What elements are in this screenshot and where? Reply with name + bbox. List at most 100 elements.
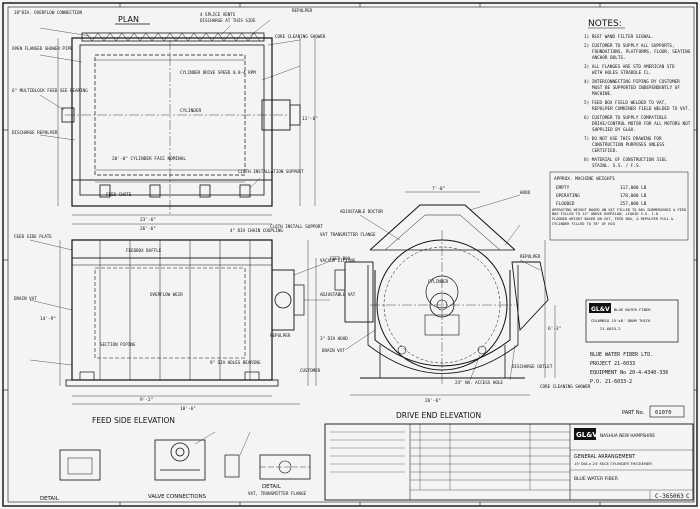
tb-company: GL&V [576, 431, 598, 439]
feed-plate-label: FEED SIDE PLATE [14, 234, 52, 239]
client-project: PROJECT 21-6033 [590, 361, 635, 367]
feedbox-baffle-label: FEEDBOX BAFFLE [126, 248, 162, 253]
stamp-line-3: 21-6033-2 [600, 326, 621, 331]
repulper-elev-label: REPULPER [270, 333, 291, 338]
dim-drive-height: 6'-3" [548, 326, 561, 332]
client-company: BLUE WATER FIBER LTD. [590, 352, 653, 358]
vat-transmitter-label: VAT TRANSMITTER FLANGE [320, 232, 376, 237]
notes-list: 1) REST WAND FILTER SIGNAL. 2) CUSTOMER T… [584, 34, 691, 169]
plan-title: PLAN [118, 15, 139, 24]
part-number: PART No. 61070 [622, 405, 685, 418]
core-shower-end-label: CORE CLEANING SHOWER [540, 384, 591, 389]
plan-labels: 18"DIA. OVERFLOW CONNECTION OPEN FLANGED… [12, 8, 326, 232]
splice-vents-label: 4 SPLICE VENTS [200, 12, 236, 17]
feed-side-title: FEED SIDE ELEVATION [92, 416, 175, 425]
overflow-weir-label: OVERFLOW WEIR [150, 292, 183, 297]
adjustable-vat-label: ADJUSTABLE VAT [320, 292, 356, 297]
section-piping-label: SECTION PIPING [100, 342, 136, 347]
weight-flooded-label: FLOODED [556, 201, 575, 207]
client-info: BLUE WATER FIBER LTD. PROJECT 21-6033 EQ… [590, 352, 668, 385]
flooded-weight-note: FLOODED WEIGHT BASED ON VAT, FEED BOX, &… [552, 217, 674, 226]
feed-side-elevation [29, 239, 330, 405]
valve-connections-title: VALVE CONNECTIONS [148, 494, 207, 500]
title-block-text: GL&V NASHUA NEW HAMPSHIRE GENERAL ARRANG… [574, 431, 690, 500]
title-block [324, 423, 694, 501]
feed-bearing-label: 6" MULTIBLOCK FEED SEE BEARING [12, 88, 88, 93]
bearing-holes-label: 9" DIA HOLES BEARING [210, 360, 261, 365]
discharge-repulper-label: DISCHARGE REPULPER [12, 130, 58, 135]
note-item: 5) FEED BOX FIELD WELDED TO VAT,REPULPER… [584, 100, 690, 112]
dim-plan-inner: 23'-6" [140, 217, 156, 223]
part-no-value: 61070 [655, 410, 672, 416]
drain-vat-label: DRAIN VAT [14, 296, 37, 301]
dim-elev-2: 10'-6" [180, 406, 196, 412]
shower-pipe-label: OPEN FLANGED SHOWER PIPE [12, 46, 73, 51]
dim-elev-1: 9'-2" [140, 397, 153, 403]
dim-plan-width: 11'-6" [302, 116, 318, 122]
access-hole-label: 24" NA. ACCESS HOLE [455, 380, 503, 385]
operating-weight-note: OPERATING WEIGHT BASED ON VAT FILLED TO … [552, 208, 687, 217]
note-item: 1) REST WAND FILTER SIGNAL. [584, 34, 654, 40]
part-no-label: PART No. [622, 410, 645, 416]
dim-elev-height: 14'-9" [40, 316, 56, 322]
notes-block: NOTES: [588, 19, 625, 29]
weight-flooded-value: 257,000 LB [620, 201, 647, 207]
stamp-logo: GL&V [591, 306, 610, 313]
tb-title: GENERAL ARRANGEMENT [574, 454, 635, 460]
notes-title: NOTES: [588, 19, 622, 29]
feed-side-labels: FEEDBOX BAFFLE OVERFLOW WEIR REPULPER SE… [14, 224, 376, 425]
chain-coupling-label: 4" DIA CHAIN COUPLING [230, 228, 283, 233]
vacuum-lifting-label: VACUUM LIFTING [320, 258, 356, 263]
weights-notes-wrap: OPERATING WEIGHT BASED ON VAT FILLED TO … [552, 208, 687, 226]
weight-empty-label: EMPTY [556, 185, 570, 191]
weights-text: APPROX. MACHINE WEIGHTS EMPTY 117,000 LB… [554, 176, 647, 207]
cylinder-drive-label-end: CYLINDER [428, 279, 449, 284]
core-shower-label: CORE CLEANING SHOWER [275, 34, 326, 39]
detail-title-left: DETAIL [40, 496, 59, 502]
drive-end-labels: HOOD FEED BOX CYLINDER REPULPER DRAIN VA… [322, 186, 591, 420]
weight-operating-value: 178,000 LB [620, 193, 647, 199]
weights-title: APPROX. MACHINE WEIGHTS [554, 176, 615, 182]
discharge-outlet-label: DISCHARGE OUTLET [512, 364, 553, 369]
cylinder-drive-label: CYLINDER DRIVE SPEED 0.8-4 RPM [180, 70, 256, 75]
drain-vat-end-label: DRAIN VAT [322, 348, 345, 353]
inner-border [7, 6, 695, 503]
plan-view: PLAN [39, 15, 316, 225]
repulper-label-plan: REPULPER [292, 8, 313, 13]
hood-dia-label: 3" DIA HOOD [320, 336, 348, 341]
stamp-line-2: COLUMBIA 15'x8' DRUM THICK [591, 318, 651, 323]
stamp-text: GL&V BLUE WATER FIBER COLUMBIA 15'x8' DR… [591, 306, 651, 331]
doctor-label: ADJUSTABLE DOCTOR [340, 209, 383, 214]
border-ticks [3, 3, 697, 506]
drive-end-title: DRIVE END ELEVATION [396, 411, 481, 420]
tb-dwg-no: C-365063 [655, 493, 684, 500]
dim-drive-width: 26'-6" [425, 398, 441, 404]
tb-rev: C [686, 493, 690, 500]
cloth-support-label: CLOTH INSTALLATION SUPPORT [238, 169, 304, 174]
cloth-install-label: CLOTH INSTALL SUPPORT [270, 224, 323, 229]
repulper-drive-label: REPULPER [520, 254, 541, 259]
detail-title-right: DETAIL [262, 484, 281, 490]
stamp-line-1: BLUE WATER FIBER [614, 307, 651, 312]
tb-city: NASHUA NEW HAMPSHIRE [600, 433, 655, 438]
weight-empty-value: 117,000 LB [620, 185, 647, 191]
cylinder-face-label: 20'-0" CYLINDER FACE NOMINAL [112, 156, 186, 162]
detail-subtitle: VAT, TRANSMITTER FLANGE [248, 491, 306, 496]
detail-labels: DETAIL VALVE CONNECTIONS DETAIL VAT, TRA… [40, 484, 306, 502]
note-item: 2) CUSTOMER TO SUPPLY ALL SUPPORTS,FOUND… [584, 43, 691, 61]
hood-label: HOOD [520, 190, 531, 195]
drive-end-elevation [334, 191, 556, 396]
discharge-side-label: DISCHARGE AT THIS SIDE [200, 18, 256, 23]
tb-subtitle: 15' DIA x 24' FACE CYLINDER THICKENER [574, 461, 652, 466]
client-equipment: EQUIPMENT No 20-4-4340-336 [590, 370, 668, 376]
weights-block [549, 171, 689, 241]
tb-customer: BLUE WATER FIBER [574, 476, 619, 482]
dim-hood: 7'-0" [432, 186, 445, 192]
customer-label: CUSTOMER [300, 368, 321, 373]
feed-chute-label: FEED CHUTE [106, 192, 132, 197]
